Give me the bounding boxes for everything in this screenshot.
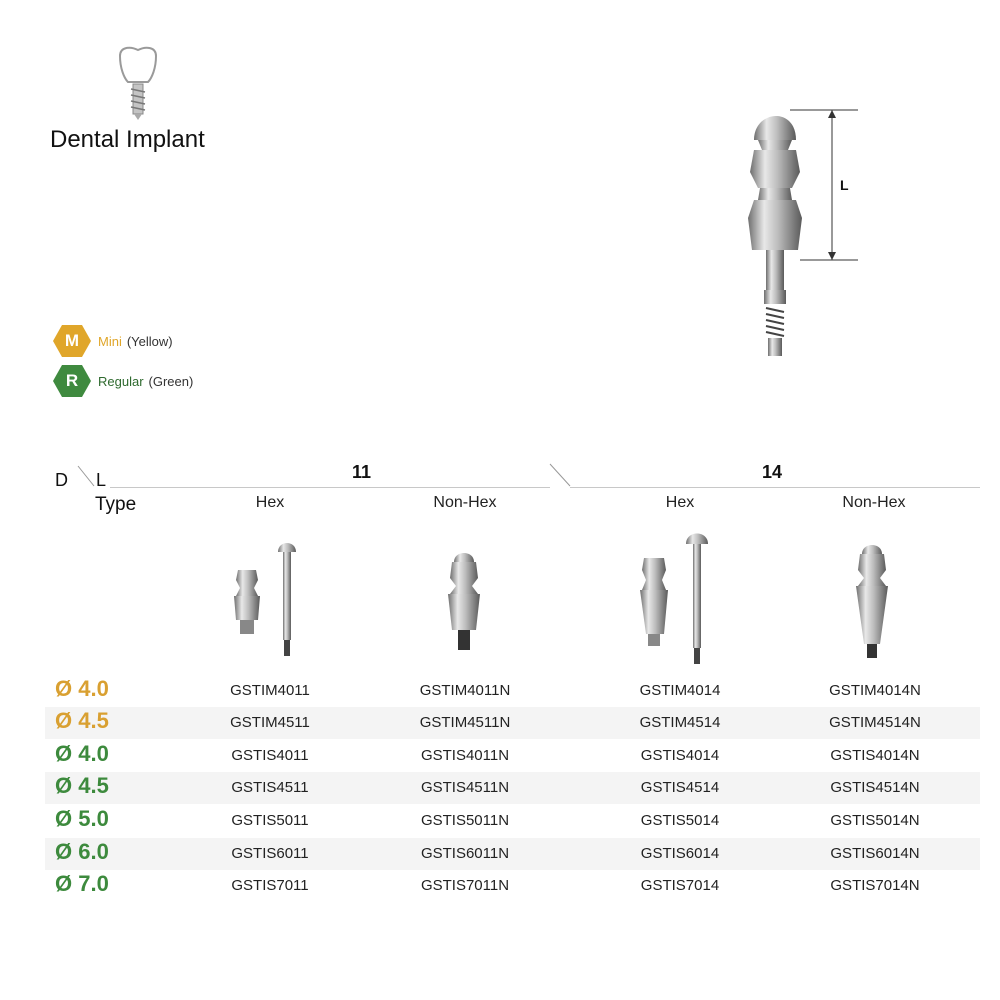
regular-badge-letter: R <box>65 371 79 390</box>
product-code-cell: GSTIM4014N <box>829 682 921 699</box>
length-group-14: 14 <box>762 462 783 482</box>
col-title-hex-14: Hex <box>665 494 695 511</box>
tooth-implant-icon <box>118 46 158 120</box>
header-divider-11 <box>110 487 550 488</box>
product-code-cell: GSTIS7011 <box>231 877 309 894</box>
table-row: Ø 4.5 GSTIS4511 GSTIS4511N GSTIS4514 GST… <box>45 772 980 804</box>
diameter-cell: Ø 4.0 <box>55 676 109 701</box>
abutment-image: L <box>748 109 858 356</box>
product-code-cell: GSTIM4514 <box>639 714 721 731</box>
table-row: Ø 4.0 GSTIS4011 GSTIS4011N GSTIS4014 GST… <box>45 740 980 772</box>
length-group-11: 11 <box>352 462 372 482</box>
product-code-cell: GSTIS5011 <box>231 812 309 829</box>
table-row: Ø 4.5 GSTIM4511 GSTIM4511N GSTIM4514 GST… <box>45 707 980 739</box>
table-row: Ø 4.0 GSTIM4011 GSTIM4011N GSTIM4014 GST… <box>45 675 980 707</box>
regular-hex-badge: R <box>52 364 92 398</box>
diameter-cell: Ø 5.0 <box>55 806 109 831</box>
length-corner-label: L <box>96 470 107 490</box>
product-code-cell: GSTIS7014 <box>640 877 720 894</box>
nonhex-11-part-image <box>448 553 480 650</box>
header-divider-14 <box>570 487 980 488</box>
product-code-cell: GSTIS4011 <box>231 747 309 764</box>
product-code-cell: GSTIM4514N <box>829 714 921 731</box>
product-code-cell: GSTIS4014 <box>640 747 720 764</box>
table-row: Ø 5.0 GSTIS5011 GSTIS5011N GSTIS5014 GST… <box>45 805 980 837</box>
col-title-nonhex-11: Non-Hex <box>433 494 497 511</box>
product-code-cell: GSTIS4011N <box>420 747 510 764</box>
table-row: Ø 7.0 GSTIS7011 GSTIS7011N GSTIS7014 GST… <box>45 870 980 902</box>
product-code-cell: GSTIM4014 <box>639 682 721 699</box>
product-code-cell: GSTIM4011 <box>230 682 310 699</box>
product-code-cell: GSTIS5014N <box>830 812 920 829</box>
product-code-cell: GSTIM4011N <box>419 682 511 699</box>
col-title-nonhex-14: Non-Hex <box>842 494 906 511</box>
mini-label: Mini <box>98 333 122 349</box>
product-code-cell: GSTIS4014N <box>830 747 920 764</box>
product-code-cell: GSTIS6014N <box>830 845 920 862</box>
product-code-cell: GSTIM4511N <box>419 714 511 731</box>
diameter-cell: Ø 4.5 <box>55 773 109 798</box>
diameter-cell: Ø 7.0 <box>55 871 109 896</box>
nonhex-14-part-image <box>856 545 888 658</box>
group-divider <box>549 463 571 487</box>
col-title-hex-11: Hex <box>255 494 285 511</box>
diameter-cell: Ø 4.5 <box>55 708 109 733</box>
product-code-cell: GSTIS4514N <box>830 779 920 796</box>
hex-11-part-image <box>234 543 296 656</box>
legend-mini: M Mini (Yellow) <box>52 324 173 358</box>
product-code-cell: GSTIS7011N <box>420 877 510 894</box>
product-code-cell: GSTIS5011N <box>420 812 510 829</box>
type-label: Type <box>95 494 137 515</box>
length-dimension-label: L <box>840 177 849 193</box>
diameter-cell: Ø 4.0 <box>55 741 109 766</box>
product-code-cell: GSTIS6014 <box>640 845 720 862</box>
regular-color-note: (Green) <box>148 373 194 389</box>
hex-14-part-image <box>640 533 708 664</box>
diameter-corner-label: D <box>55 470 68 490</box>
product-code-cell: GSTIS7014N <box>830 877 920 894</box>
product-code-cell: GSTIS5014 <box>640 812 720 829</box>
mini-badge-letter: M <box>64 331 80 350</box>
page-title: Dental Implant <box>50 126 205 153</box>
corner-diagonal <box>77 465 95 487</box>
regular-label: Regular <box>98 373 144 389</box>
mini-hex-badge: M <box>52 324 92 358</box>
diameter-cell: Ø 6.0 <box>55 839 109 864</box>
product-code-cell: GSTIS4511N <box>420 779 510 796</box>
product-code-cell: GSTIS6011 <box>231 845 309 862</box>
product-code-cell: GSTIS4511 <box>231 779 309 796</box>
product-code-cell: GSTIS4514 <box>640 779 720 796</box>
mini-color-note: (Yellow) <box>126 333 173 349</box>
legend-regular: R Regular (Green) <box>52 364 193 398</box>
table-row: Ø 6.0 GSTIS6011 GSTIS6011N GSTIS6014 GST… <box>45 838 980 870</box>
product-code-cell: GSTIM4511 <box>230 714 310 731</box>
product-code-cell: GSTIS6011N <box>420 845 510 862</box>
